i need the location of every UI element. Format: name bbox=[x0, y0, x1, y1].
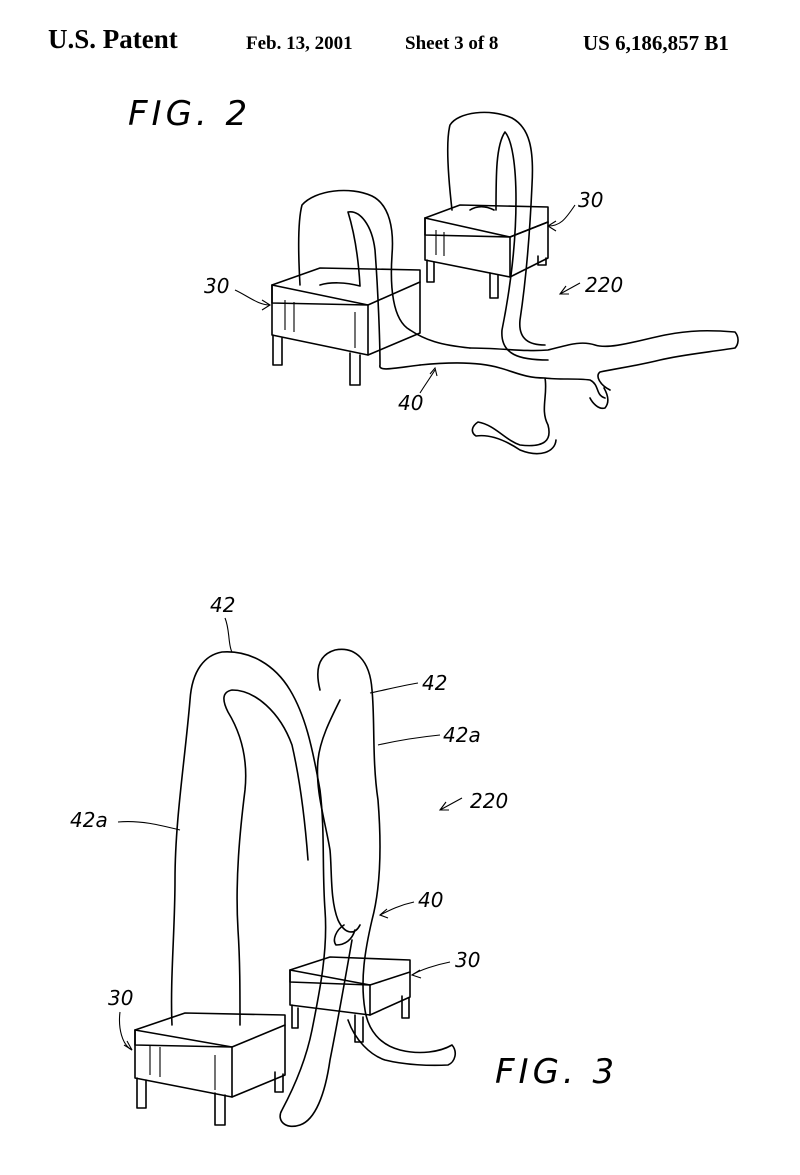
label-220: 220 bbox=[585, 273, 623, 297]
left-tube bbox=[297, 189, 471, 370]
back-platform bbox=[289, 956, 411, 1043]
figure-3-drawing: 42 42 42a 42a 220 40 30 30 FIG. 3 bbox=[70, 593, 618, 1128]
label-30-right-fig3: 30 bbox=[455, 948, 480, 972]
patent-number: US 6,186,857 B1 bbox=[583, 31, 729, 55]
label-40: 40 bbox=[398, 391, 423, 415]
right-platform bbox=[424, 204, 549, 299]
label-42a-left: 42a bbox=[70, 808, 108, 832]
right-tall-tube bbox=[316, 648, 457, 1067]
label-220-fig3: 220 bbox=[470, 789, 508, 813]
label-30-left: 30 bbox=[204, 274, 229, 298]
patent-date: Feb. 13, 2001 bbox=[246, 33, 353, 54]
left-tall-tube bbox=[170, 651, 353, 1128]
figure-2-drawing: FIG. 2 30 30 220 40 bbox=[128, 94, 739, 455]
label-30-right: 30 bbox=[578, 188, 603, 212]
left-platform bbox=[271, 267, 421, 386]
merged-tube bbox=[419, 329, 739, 455]
right-tube bbox=[447, 111, 549, 361]
front-platform bbox=[134, 1012, 286, 1126]
label-42-top: 42 bbox=[210, 593, 235, 617]
patent-label: U.S. Patent bbox=[48, 24, 178, 54]
label-42-right: 42 bbox=[422, 671, 447, 695]
figure-3-title: FIG. 3 bbox=[495, 1052, 618, 1092]
fig3-callouts: 42 42 42a 42a 220 40 30 30 FIG. 3 bbox=[70, 593, 618, 1092]
fig2-callouts: 30 30 220 40 bbox=[204, 188, 623, 415]
figure-2-title: FIG. 2 bbox=[128, 94, 251, 134]
label-42a-right: 42a bbox=[443, 723, 481, 747]
sheet-number: Sheet 3 of 8 bbox=[405, 33, 499, 54]
label-30-left-fig3: 30 bbox=[108, 986, 133, 1010]
label-40-fig3: 40 bbox=[418, 888, 443, 912]
